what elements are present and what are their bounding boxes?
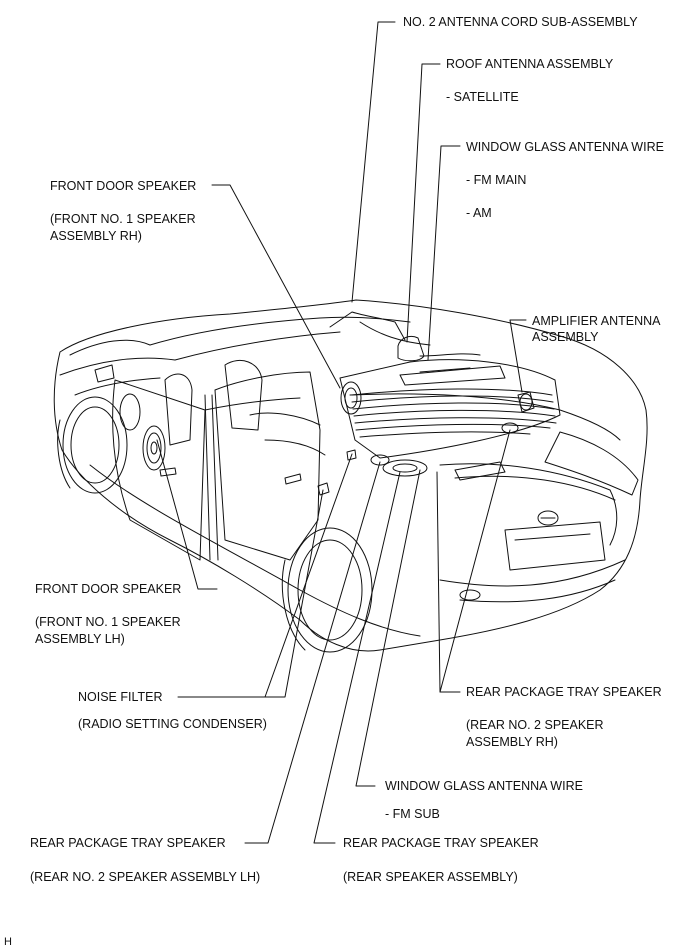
label-front-door-speaker-rh-sub2: ASSEMBLY RH) xyxy=(50,229,142,243)
label-amplifier-antenna-1: AMPLIFIER ANTENNA xyxy=(532,314,661,328)
label-noise-filter-sub: (RADIO SETTING CONDENSER) xyxy=(78,717,267,731)
label-window-glass-top-sub2: - AM xyxy=(466,206,492,220)
car-body xyxy=(53,299,648,653)
leader-lines xyxy=(156,21,527,844)
label-amplifier-antenna-2: ASSEMBLY xyxy=(532,330,599,344)
label-no2-antenna-cord: NO. 2 ANTENNA CORD SUB-ASSEMBLY xyxy=(403,15,638,29)
label-noise-filter: NOISE FILTER xyxy=(78,690,163,704)
label-roof-antenna: ROOF ANTENNA ASSEMBLY xyxy=(446,57,614,71)
label-rear-tray-rh: REAR PACKAGE TRAY SPEAKER xyxy=(466,685,662,699)
label-front-door-speaker-lh: FRONT DOOR SPEAKER xyxy=(35,582,182,596)
label-front-door-speaker-lh-sub1: (FRONT NO. 1 SPEAKER xyxy=(35,615,181,629)
label-window-glass-bottom-sub: - FM SUB xyxy=(385,807,440,821)
label-rear-tray-center: REAR PACKAGE TRAY SPEAKER xyxy=(343,836,539,850)
label-front-door-speaker-rh: FRONT DOOR SPEAKER xyxy=(50,179,197,193)
label-window-glass-top-sub1: - FM MAIN xyxy=(466,173,527,187)
label-rear-tray-lh-sub: (REAR NO. 2 SPEAKER ASSEMBLY LH) xyxy=(30,870,261,884)
label-window-glass-antenna-top: WINDOW GLASS ANTENNA WIRE xyxy=(466,140,664,154)
label-rear-tray-rh-sub2: ASSEMBLY RH) xyxy=(466,735,558,749)
label-front-door-speaker-rh-sub1: (FRONT NO. 1 SPEAKER xyxy=(50,212,196,226)
label-rear-tray-rh-sub1: (REAR NO. 2 SPEAKER xyxy=(466,718,604,732)
label-window-glass-antenna-bottom: WINDOW GLASS ANTENNA WIRE xyxy=(385,779,583,793)
label-roof-antenna-sub: - SATELLITE xyxy=(446,90,519,104)
corner-code: H xyxy=(4,936,12,948)
label-front-door-speaker-lh-sub2: ASSEMBLY LH) xyxy=(35,632,125,646)
label-rear-tray-lh: REAR PACKAGE TRAY SPEAKER xyxy=(30,836,226,850)
label-rear-tray-center-sub: (REAR SPEAKER ASSEMBLY) xyxy=(343,870,518,884)
